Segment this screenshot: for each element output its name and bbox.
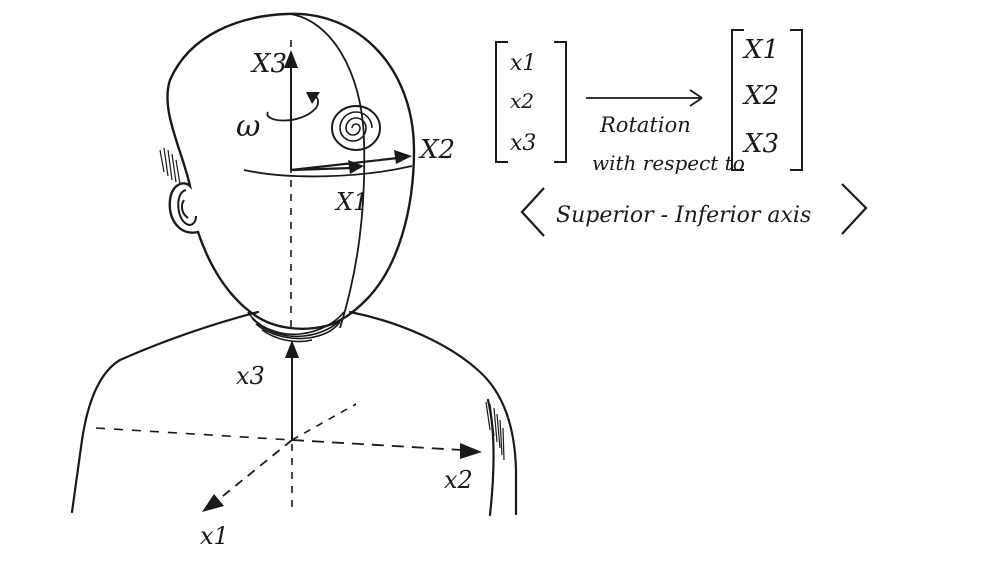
left-vector-item-3: x3: [510, 131, 536, 156]
right-vector-item-3: X3: [742, 129, 779, 159]
axis-caption-angle-open: [520, 187, 545, 237]
right-vector-bracket-close: [790, 29, 803, 171]
head-x2-arrow: [290, 156, 399, 172]
left-vector-item-2: x2: [510, 89, 534, 113]
neck: [247, 311, 345, 343]
left-vector-item-1: x1: [510, 51, 536, 76]
body-x2-arrow: [291, 439, 463, 451]
body-x2-label: x2: [444, 466, 473, 494]
eye: [331, 105, 381, 151]
body-x3-label: x3: [236, 362, 265, 390]
right-vector-item-2: X2: [742, 81, 779, 111]
body-horizontal-axis: [95, 427, 293, 441]
head-x1-label: X1: [334, 188, 368, 216]
head-meridian: [289, 13, 366, 329]
torso: [70, 310, 518, 517]
rotation-caption-line1: Rotation: [599, 113, 691, 137]
body-x1-arrowhead: [202, 494, 224, 512]
body-diagonal-axis: [291, 403, 357, 441]
left-vector-bracket-open: [495, 41, 508, 163]
ear: [177, 189, 197, 226]
body-x2-arrowhead: [460, 443, 482, 459]
head-x2-arrowhead: [394, 150, 412, 164]
head-x2-label: X2: [418, 135, 455, 165]
rotation-caption-line2: with respect to: [592, 151, 745, 175]
axis-caption-angle-close: [841, 183, 868, 235]
shoulder-shading: [485, 401, 505, 461]
head: [166, 12, 416, 330]
head-x1-arrow: [290, 166, 353, 172]
axis-caption: Superior - Inferior axis: [556, 203, 811, 228]
body-x1-arrow: [217, 439, 293, 501]
head-equator: [243, 165, 413, 178]
body-x1-label: x1: [200, 522, 229, 550]
head-x1-arrowhead: [348, 160, 364, 174]
hair-hatching: [159, 147, 181, 185]
body-x3-arrowhead: [285, 340, 299, 358]
head-x3-label: X3: [250, 49, 287, 79]
left-vector-bracket-close: [554, 41, 567, 163]
rotation-arrowhead: [689, 89, 703, 107]
head-x3-arrowhead: [284, 50, 298, 68]
omega-label: ω: [236, 109, 260, 144]
right-vector-item-1: X1: [742, 35, 779, 65]
right-vector-bracket-open: [731, 29, 744, 171]
omega-arrowhead: [306, 92, 320, 104]
